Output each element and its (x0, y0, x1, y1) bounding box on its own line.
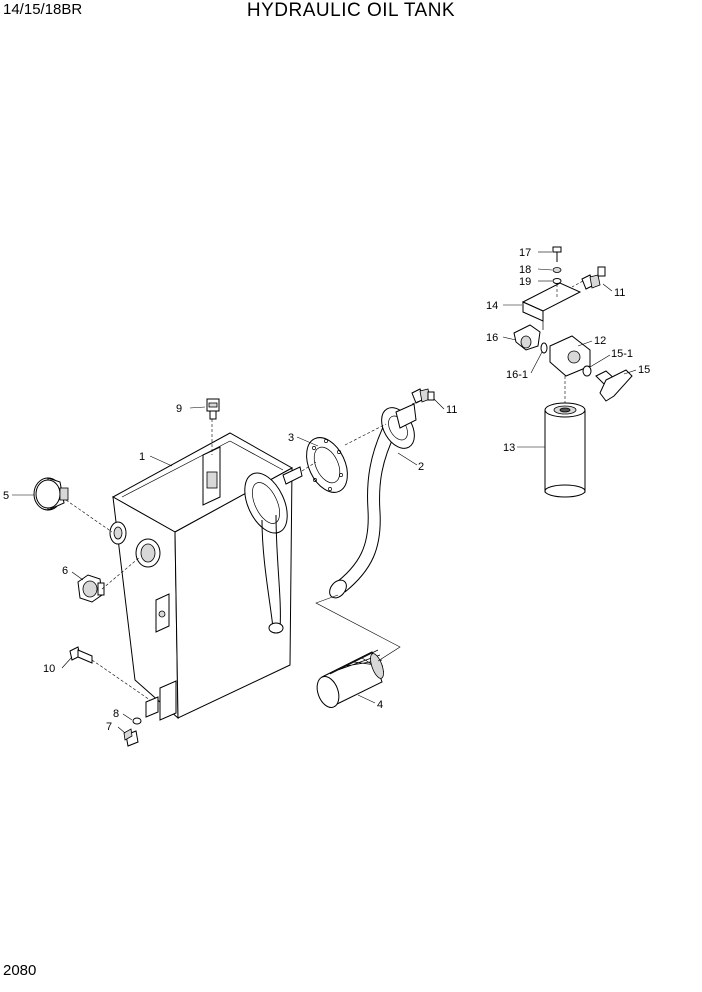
drain-o-ring (132, 717, 142, 725)
suction-strainer (316, 649, 385, 708)
tank-mount-bolt (69, 646, 93, 664)
callout-12: 12 (594, 335, 606, 347)
callout-5: 5 (3, 490, 9, 502)
callout-11-flange: 11 (446, 404, 457, 416)
flange-bolt (411, 388, 435, 404)
level-sensor (206, 398, 220, 420)
filter-bracket (521, 282, 582, 330)
callout-4: 4 (377, 699, 383, 711)
callout-13: 13 (503, 442, 515, 454)
hydraulic-tank (109, 432, 303, 721)
cap-screw (552, 246, 562, 262)
o-ring-outlet (582, 365, 592, 377)
callout-16: 16 (486, 332, 498, 344)
callout-6: 6 (62, 565, 68, 577)
o-ring-inlet (540, 342, 548, 354)
page-title: HYDRAULIC OIL TANK (246, 0, 456, 21)
callout-19: 19 (519, 276, 531, 288)
filter-head (549, 335, 591, 377)
filter-cartridge (544, 402, 586, 498)
spring-washer (552, 267, 562, 273)
port-plug (77, 574, 105, 603)
model-code: 14/15/18BR (3, 1, 83, 18)
callout-16-1: 16-1 (506, 369, 528, 381)
callout-15-1: 15-1 (611, 348, 633, 360)
callout-9: 9 (176, 403, 182, 415)
callout-3: 3 (288, 432, 294, 444)
callout-10: 10 (43, 663, 55, 675)
callout-14: 14 (486, 300, 498, 312)
callout-7: 7 (106, 721, 112, 733)
callout-8: 8 (113, 708, 119, 720)
callout-2: 2 (418, 461, 424, 473)
callout-17: 17 (519, 247, 531, 259)
plain-washer (552, 278, 562, 284)
elbow-fitting-outlet (595, 369, 633, 402)
callout-11-bracket: 11 (614, 287, 625, 299)
callout-18: 18 (519, 264, 531, 276)
elbow-fitting-inlet (513, 324, 541, 351)
leader-lines (12, 251, 637, 734)
page-number: 2080 (3, 962, 37, 979)
bracket-bolt (581, 266, 606, 290)
callout-1: 1 (139, 451, 145, 463)
breather-cap (33, 477, 69, 511)
drain-plug (123, 728, 139, 747)
flange-gasket (306, 437, 348, 493)
suction-pipe (329, 403, 417, 599)
callout-15: 15 (638, 364, 650, 376)
